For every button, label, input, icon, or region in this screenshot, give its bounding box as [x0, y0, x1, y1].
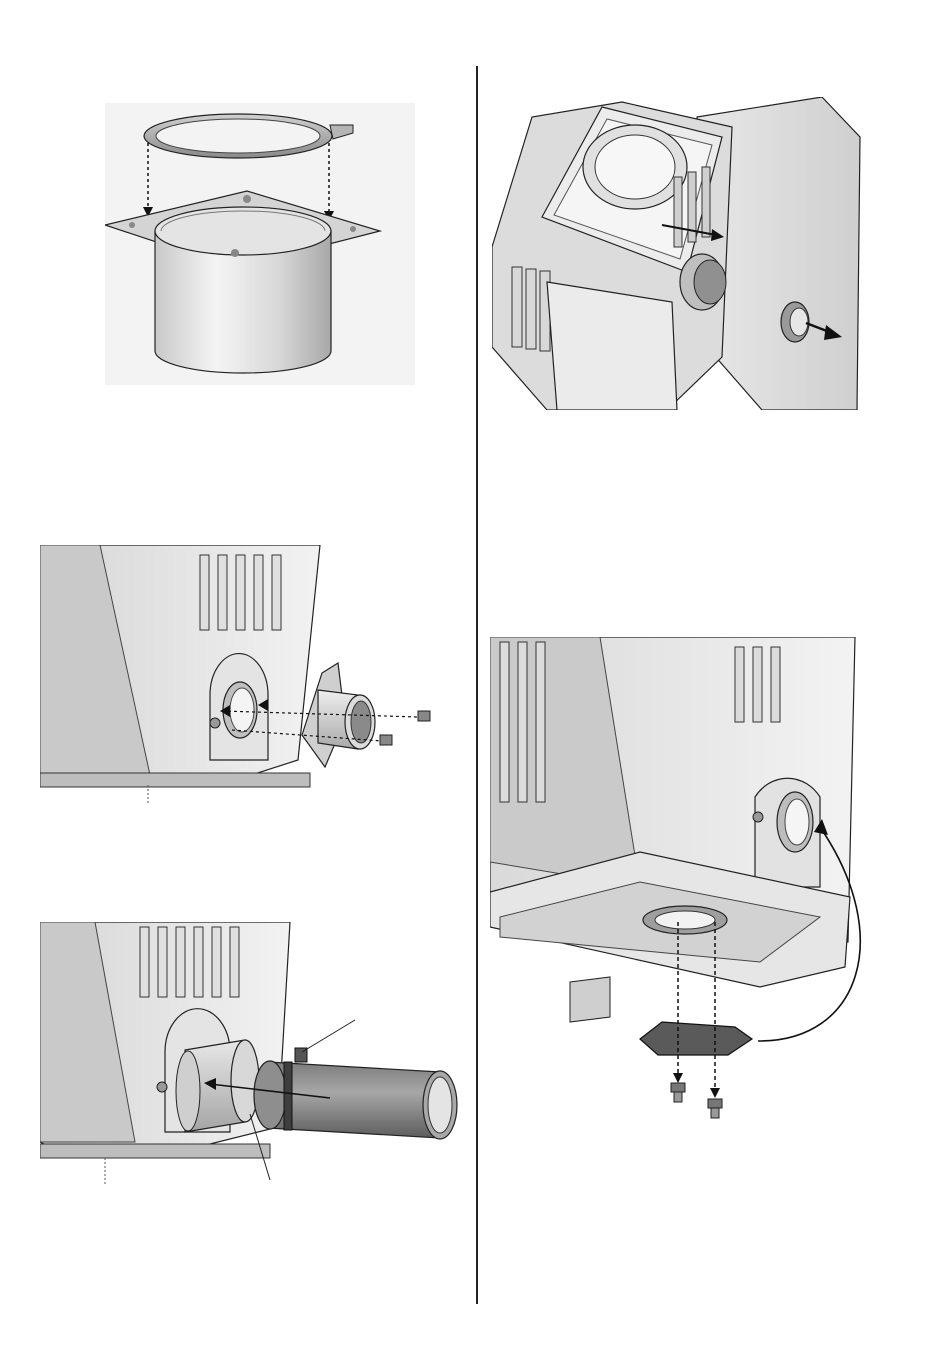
- flue-pipe-with-clamp-illustration: [40, 922, 460, 1184]
- fig-rear-flue-pipe-insert: [40, 922, 460, 1184]
- fig-base-cover-plate-move: [490, 637, 890, 1129]
- column-divider: [476, 66, 478, 1304]
- base-cover-plate-relocation-illustration: [490, 637, 890, 1129]
- gasket-and-flue-collar-illustration: [105, 103, 415, 385]
- rear-flue-collar-bolts-illustration: [40, 545, 435, 803]
- stove-rear-flue-exit-illustration: [492, 97, 862, 410]
- fig-rear-flue-collar-attach: [40, 545, 435, 803]
- fig-flue-adapter-gasket: [105, 103, 415, 385]
- fig-stove-top-flue-removal: [492, 97, 862, 410]
